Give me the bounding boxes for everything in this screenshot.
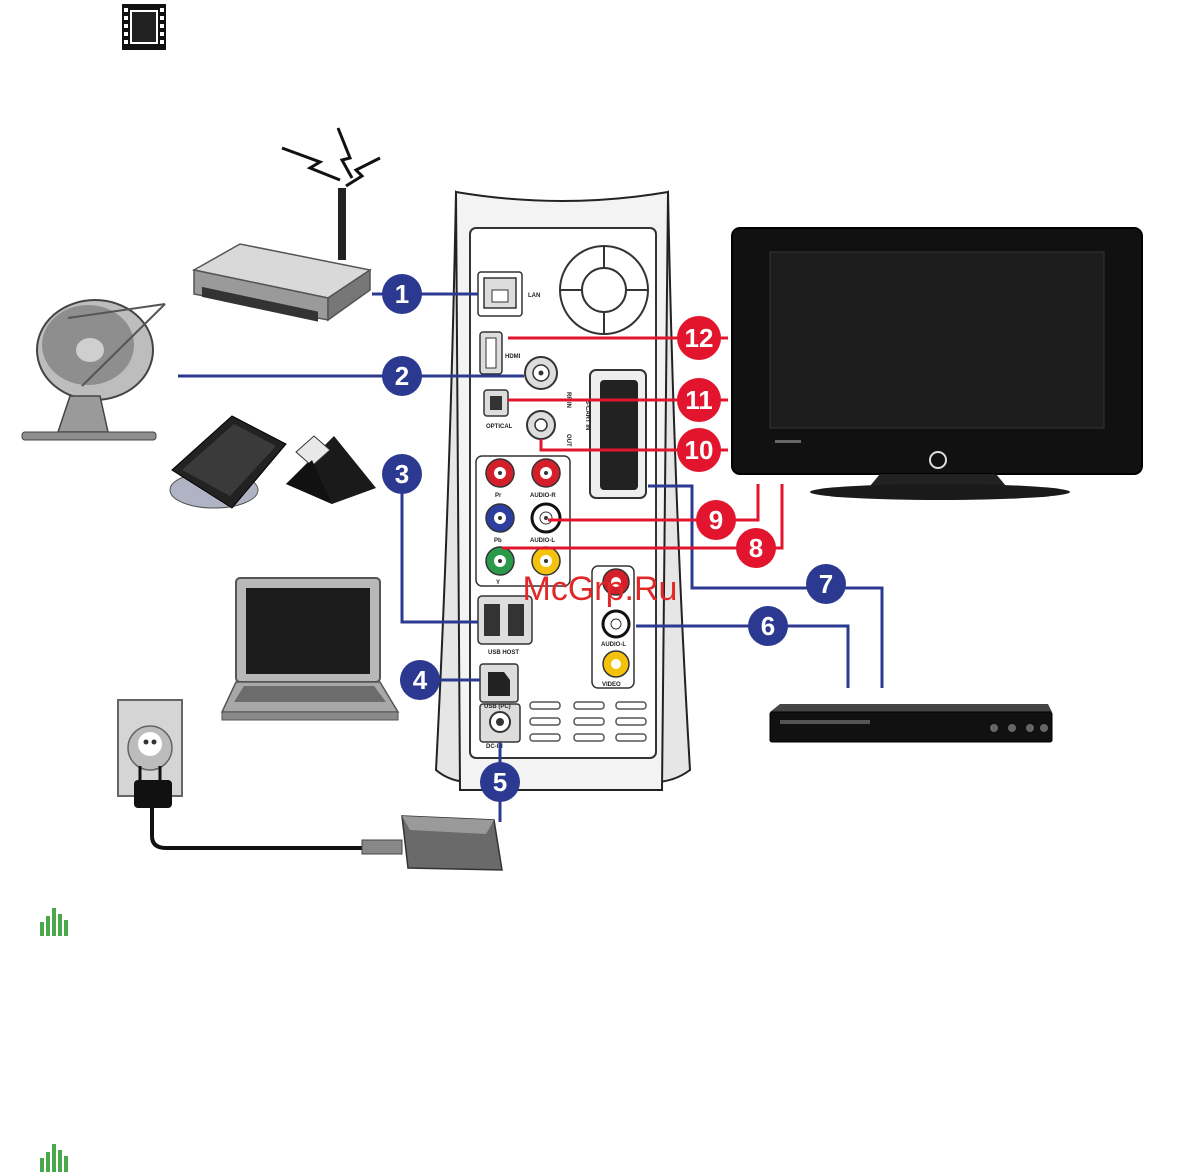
- satellite-dish-device: [22, 300, 165, 440]
- callout-4-label: 4: [413, 665, 428, 695]
- dvd-player-device: [770, 704, 1052, 742]
- callout-10: 10: [677, 428, 721, 472]
- callout-7: 7: [806, 564, 846, 604]
- callout-6: 6: [748, 606, 788, 646]
- callout-2-label: 2: [395, 361, 409, 391]
- callout-1: 1: [382, 274, 422, 314]
- equalizer-icon: [40, 1144, 68, 1172]
- callout-10-label: 10: [685, 435, 714, 465]
- port-label-pr: Pr: [495, 493, 502, 499]
- callout-7-label: 7: [819, 569, 833, 599]
- media-player-back-panel: LAN HDMI OPTICAL Pr AUDIO-R Pb AUDIO-L Y…: [436, 192, 690, 790]
- port-label-scart-in: S-CART IN: [584, 400, 590, 430]
- callout-12: 12: [677, 316, 721, 360]
- port-label-rf-out: OUT: [565, 434, 571, 447]
- television-device: [732, 228, 1142, 500]
- port-label-y: Y: [496, 580, 500, 586]
- callout-5-label: 5: [493, 767, 507, 797]
- port-label-usb-host: USB HOST: [488, 650, 519, 656]
- laptop-device: [222, 578, 398, 720]
- callout-1-label: 1: [395, 279, 409, 309]
- port-label-hdmi: HDMI: [505, 354, 521, 360]
- usb-storage-devices: [170, 416, 376, 508]
- callout-5: 5: [480, 762, 520, 802]
- port-label-audio-l: AUDIO-L: [530, 538, 555, 544]
- callout-9-label: 9: [709, 505, 723, 535]
- callout-8: 8: [736, 528, 776, 568]
- callout-2: 2: [382, 356, 422, 396]
- callout-8-label: 8: [749, 533, 763, 563]
- watermark-text: McGrp.Ru: [523, 570, 678, 608]
- port-label-optical: OPTICAL: [486, 424, 513, 430]
- callout-11: 11: [677, 378, 721, 422]
- film-strip-icon: [122, 4, 166, 50]
- callout-12-label: 12: [685, 323, 714, 353]
- router-device: [194, 128, 380, 322]
- callout-9: 9: [696, 500, 736, 540]
- port-label-usb-pc: USB (PC): [484, 704, 511, 710]
- callout-6-label: 6: [761, 611, 775, 641]
- port-label-pb: Pb: [494, 538, 502, 544]
- port-label-av-in-audio-l: AUDIO-L: [601, 642, 626, 648]
- port-label-audio-r: AUDIO-R: [530, 493, 556, 499]
- callout-3: 3: [382, 454, 422, 494]
- callout-4: 4: [400, 660, 440, 700]
- callout-11-label: 11: [685, 385, 713, 415]
- equalizer-icon: [40, 908, 68, 936]
- port-label-lan: LAN: [528, 293, 540, 299]
- callout-3-label: 3: [395, 459, 409, 489]
- port-label-video: VIDEO: [602, 682, 621, 688]
